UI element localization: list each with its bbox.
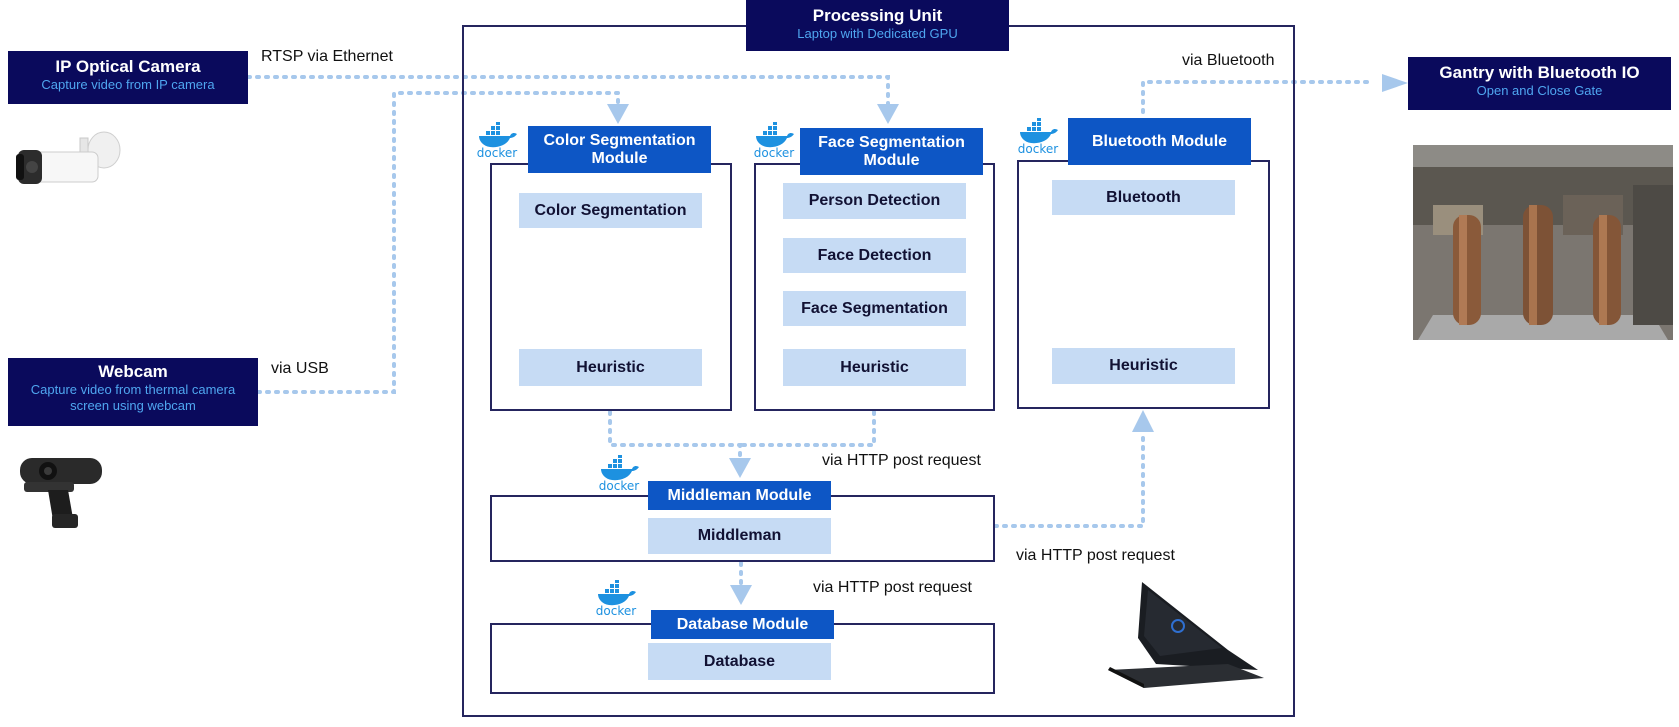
color-module-header-line1: Color Segmentation [543, 131, 696, 149]
ip-camera-title: IP Optical Camera [55, 57, 201, 76]
face-segmentation-item: Face Segmentation [783, 291, 966, 326]
gantry-title: Gantry with Bluetooth IO [1439, 63, 1640, 82]
gantry-photo [1413, 145, 1673, 340]
face-module-header: Face Segmentation Module [800, 128, 983, 175]
face-detection-item: Face Detection [783, 238, 966, 273]
processing-unit-title: Processing Unit [812, 6, 943, 25]
docker-label: docker [753, 146, 795, 160]
ip-camera-image [14, 130, 124, 190]
processing-unit-header: Processing Unit Laptop with Dedicated GP… [746, 0, 1009, 51]
docker-icon: docker [1015, 118, 1061, 156]
usb-label: via USB [271, 360, 329, 377]
webcam-subtitle-line1: Capture video from thermal camera [30, 382, 236, 397]
rtsp-label: RTSP via Ethernet [261, 48, 393, 65]
middleman-module-header: Middleman Module [648, 481, 831, 510]
ip-camera-box: IP Optical Camera Capture video from IP … [8, 51, 248, 104]
color-heuristic-item: Heuristic [519, 349, 702, 386]
color-module-header: Color Segmentation Module [528, 126, 711, 173]
bluetooth-item: Bluetooth [1052, 180, 1235, 215]
gantry-subtitle: Open and Close Gate [1476, 83, 1603, 98]
docker-label: docker [476, 146, 518, 160]
arrowhead [1382, 74, 1408, 92]
middleman-item: Middleman [648, 518, 831, 554]
webcam-image [18, 452, 104, 532]
docker-icon: docker [593, 580, 639, 618]
color-segmentation-item: Color Segmentation [519, 193, 702, 228]
docker-icon: docker [596, 455, 642, 493]
face-module-header-line2: Module [863, 151, 920, 169]
http-bluetooth-label: via HTTP post request [1016, 547, 1175, 564]
color-module-header-line2: Module [591, 149, 648, 167]
database-module-header: Database Module [651, 610, 834, 639]
webcam-box: Webcam Capture video from thermal camera… [8, 358, 258, 426]
database-item: Database [648, 643, 831, 680]
docker-icon: docker [474, 122, 520, 160]
person-detection-item: Person Detection [783, 183, 966, 219]
face-module-header-line1: Face Segmentation [818, 133, 965, 151]
webcam-subtitle-line2: screen using webcam [70, 398, 196, 413]
docker-label: docker [1017, 142, 1059, 156]
face-heuristic-item: Heuristic [783, 349, 966, 386]
docker-label: docker [598, 479, 640, 493]
bluetooth-heuristic-item: Heuristic [1052, 348, 1235, 384]
processing-unit-subtitle: Laptop with Dedicated GPU [797, 26, 958, 41]
docker-label: docker [595, 604, 637, 618]
docker-icon: docker [751, 122, 797, 160]
http-database-label: via HTTP post request [813, 579, 972, 596]
gantry-box: Gantry with Bluetooth IO Open and Close … [1408, 57, 1671, 110]
bluetooth-module-header: Bluetooth Module [1068, 118, 1251, 165]
laptop-image [1108, 578, 1268, 690]
bluetooth-label: via Bluetooth [1182, 52, 1275, 69]
ip-camera-subtitle: Capture video from IP camera [41, 77, 215, 92]
webcam-title: Webcam [98, 362, 168, 381]
http-middleman-label: via HTTP post request [822, 452, 981, 469]
